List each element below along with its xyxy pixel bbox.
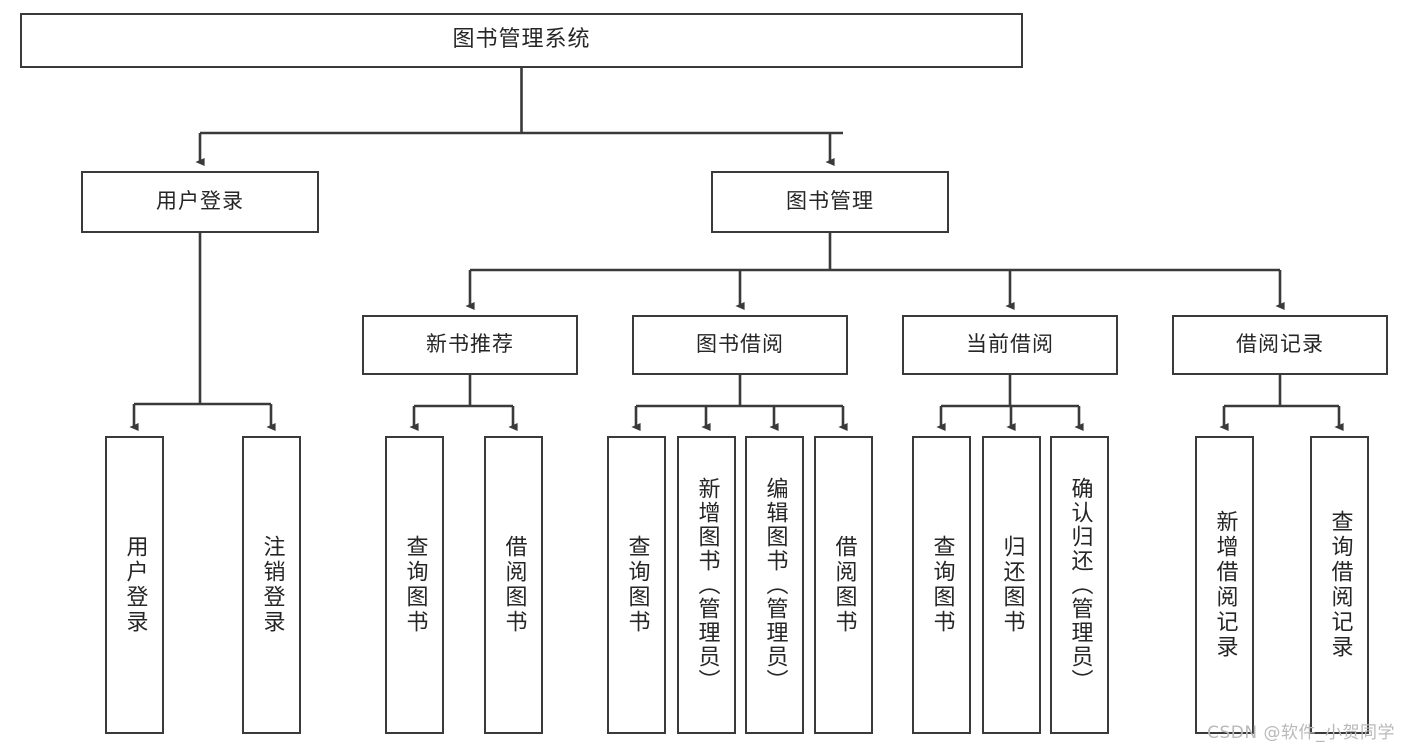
node-root[interactable]: 图书管理系统 [20, 13, 1023, 68]
leaf-query-book-borrow[interactable]: 查询图书 [607, 436, 666, 734]
node-borrow-record[interactable]: 借阅记录 [1172, 315, 1388, 375]
node-new-book-recommend[interactable]: 新书推荐 [362, 315, 578, 375]
leaf-add-borrow-record[interactable]: 新增借阅记录 [1195, 436, 1254, 734]
leaf-query-book-current[interactable]: 查询图书 [912, 436, 971, 734]
leaf-confirm-return-admin[interactable]: 确认归还（管理员） [1050, 436, 1109, 734]
leaf-return-book[interactable]: 归还图书 [982, 436, 1041, 734]
leaf-query-borrow-record[interactable]: 查询借阅记录 [1310, 436, 1369, 734]
leaf-borrow-book[interactable]: 借阅图书 [814, 436, 873, 734]
leaf-add-book-admin[interactable]: 新增图书（管理员） [677, 436, 736, 734]
leaf-query-book-recommend[interactable]: 查询图书 [385, 436, 444, 734]
csdn-watermark: CSDN @软件_小贺同学 [1207, 723, 1395, 743]
leaf-logout[interactable]: 注销登录 [242, 436, 301, 734]
node-user-login[interactable]: 用户登录 [81, 171, 319, 233]
node-book-manage[interactable]: 图书管理 [711, 171, 949, 233]
node-book-borrow[interactable]: 图书借阅 [632, 315, 848, 375]
leaf-user-login[interactable]: 用户登录 [105, 436, 164, 734]
leaf-borrow-book-recommend[interactable]: 借阅图书 [484, 436, 543, 734]
node-current-borrow[interactable]: 当前借阅 [902, 315, 1118, 375]
leaf-edit-book-admin[interactable]: 编辑图书（管理员） [745, 436, 804, 734]
